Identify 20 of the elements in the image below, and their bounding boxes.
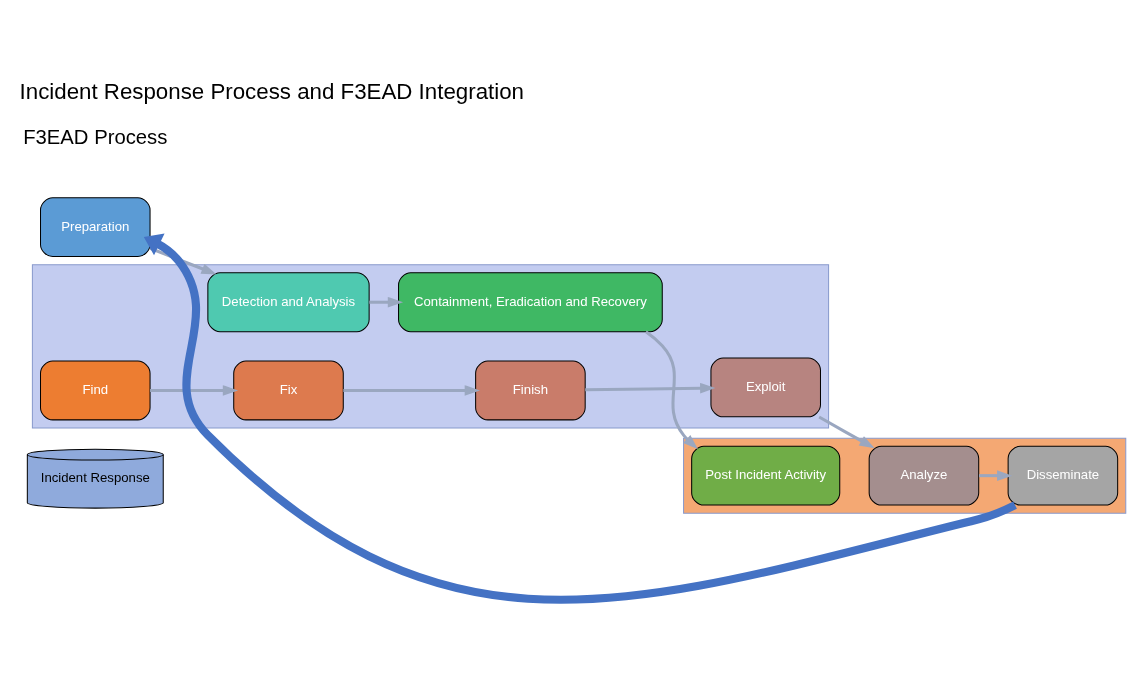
node-box: Fix — [233, 360, 344, 420]
arrow — [369, 296, 404, 308]
node-box: Disseminate — [1007, 445, 1119, 506]
diagram-title: Incident Response Process and F3EAD Integration — [19, 78, 524, 104]
node-box: Preparation — [40, 196, 151, 257]
arrow — [645, 330, 698, 449]
arrow — [343, 384, 480, 396]
node-box: Exploit — [710, 357, 821, 417]
arrow — [979, 469, 1013, 481]
arrow — [143, 233, 1017, 604]
arrow — [585, 382, 716, 394]
node-box: Analyze — [868, 445, 980, 506]
node-box: Containment, Eradication and Recovery — [398, 271, 663, 332]
node-box: Find — [40, 360, 151, 420]
arrow — [150, 384, 239, 396]
node-box: Post Incident Activity — [691, 445, 841, 506]
node-box: Finish — [475, 360, 586, 420]
node-box: Detection and Analysis — [207, 271, 370, 332]
arrow — [818, 415, 875, 448]
label: F3EAD Process — [23, 125, 168, 148]
